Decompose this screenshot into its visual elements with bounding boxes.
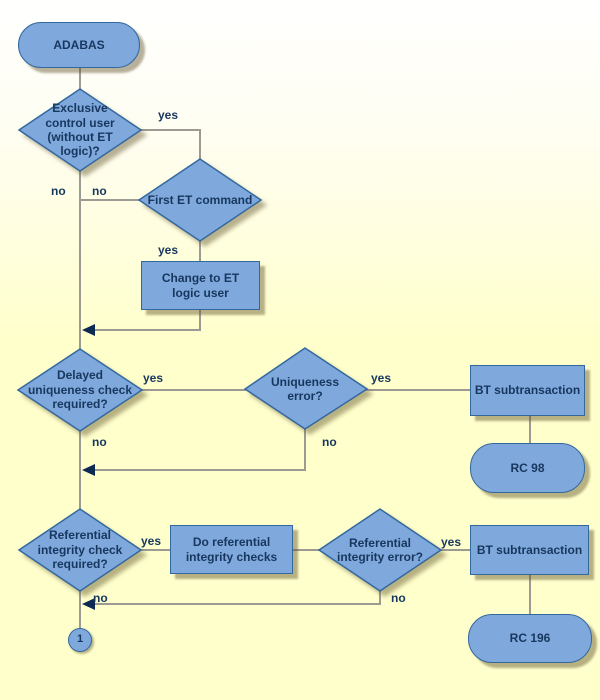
decision-uniqueness-error <box>243 347 369 430</box>
node-rc-98: RC 98 <box>470 443 585 493</box>
edge-label-ref-check-yes: yes <box>141 534 162 548</box>
node-adabas-label: ADABAS <box>53 37 105 52</box>
node-doref-label: Do referential integrity checks <box>185 535 278 564</box>
node-rc196-label: RC 196 <box>509 631 551 646</box>
node-adabas: ADABAS <box>18 22 140 68</box>
node-change-to-et-logic-user: Change to ET logic user <box>141 261 260 310</box>
edge-label-exclusive-no: no <box>51 184 66 198</box>
node-change-to-et-label: Change to ET logic user <box>161 271 240 300</box>
node-connector-1: 1 <box>68 628 92 652</box>
node-bt-subtransaction-1: BT subtransaction <box>470 365 585 416</box>
line-uniqueness-no-merge <box>88 429 306 471</box>
edge-label-ref-error-yes: yes <box>441 535 462 549</box>
node-bt-subtransaction-2: BT subtransaction <box>470 525 589 575</box>
decision-exclusive-control-user <box>17 88 143 172</box>
decision-referential-integrity-error <box>317 508 443 592</box>
decision-first-et-command <box>137 158 263 242</box>
node-rc-196: RC 196 <box>468 614 592 663</box>
node-rc98-label: RC 98 <box>510 460 545 475</box>
decision-referential-integrity-check <box>17 508 143 592</box>
node-do-referential-checks: Do referential integrity checks <box>170 525 293 574</box>
arrowhead-referror-no-merge <box>82 598 95 610</box>
edge-label-first-et-no: no <box>92 184 107 198</box>
edge-label-uniqueness-yes: yes <box>371 371 392 385</box>
edge-label-ref-error-no: no <box>391 591 406 605</box>
decision-delayed-uniqueness-check <box>16 348 144 432</box>
edge-label-uniqueness-no: no <box>322 435 337 449</box>
node-connector-1-label: 1 <box>76 633 84 646</box>
edge-label-delayed-yes: yes <box>143 371 164 385</box>
edge-label-exclusive-yes: yes <box>158 108 179 122</box>
node-bt1-label: BT subtransaction <box>474 383 581 398</box>
arrowhead-uniqueness-no-merge <box>82 464 95 476</box>
node-bt2-label: BT subtransaction <box>476 542 583 557</box>
edge-label-delayed-no: no <box>92 435 107 449</box>
line-referror-no-merge <box>88 589 381 605</box>
edge-label-first-et-yes: yes <box>158 243 179 257</box>
line-change-merge <box>88 310 201 331</box>
arrowhead-change-merge <box>82 324 95 336</box>
line-exclusive-yes-to-first-et <box>141 129 201 160</box>
edge-label-ref-check-no: no <box>93 591 108 605</box>
